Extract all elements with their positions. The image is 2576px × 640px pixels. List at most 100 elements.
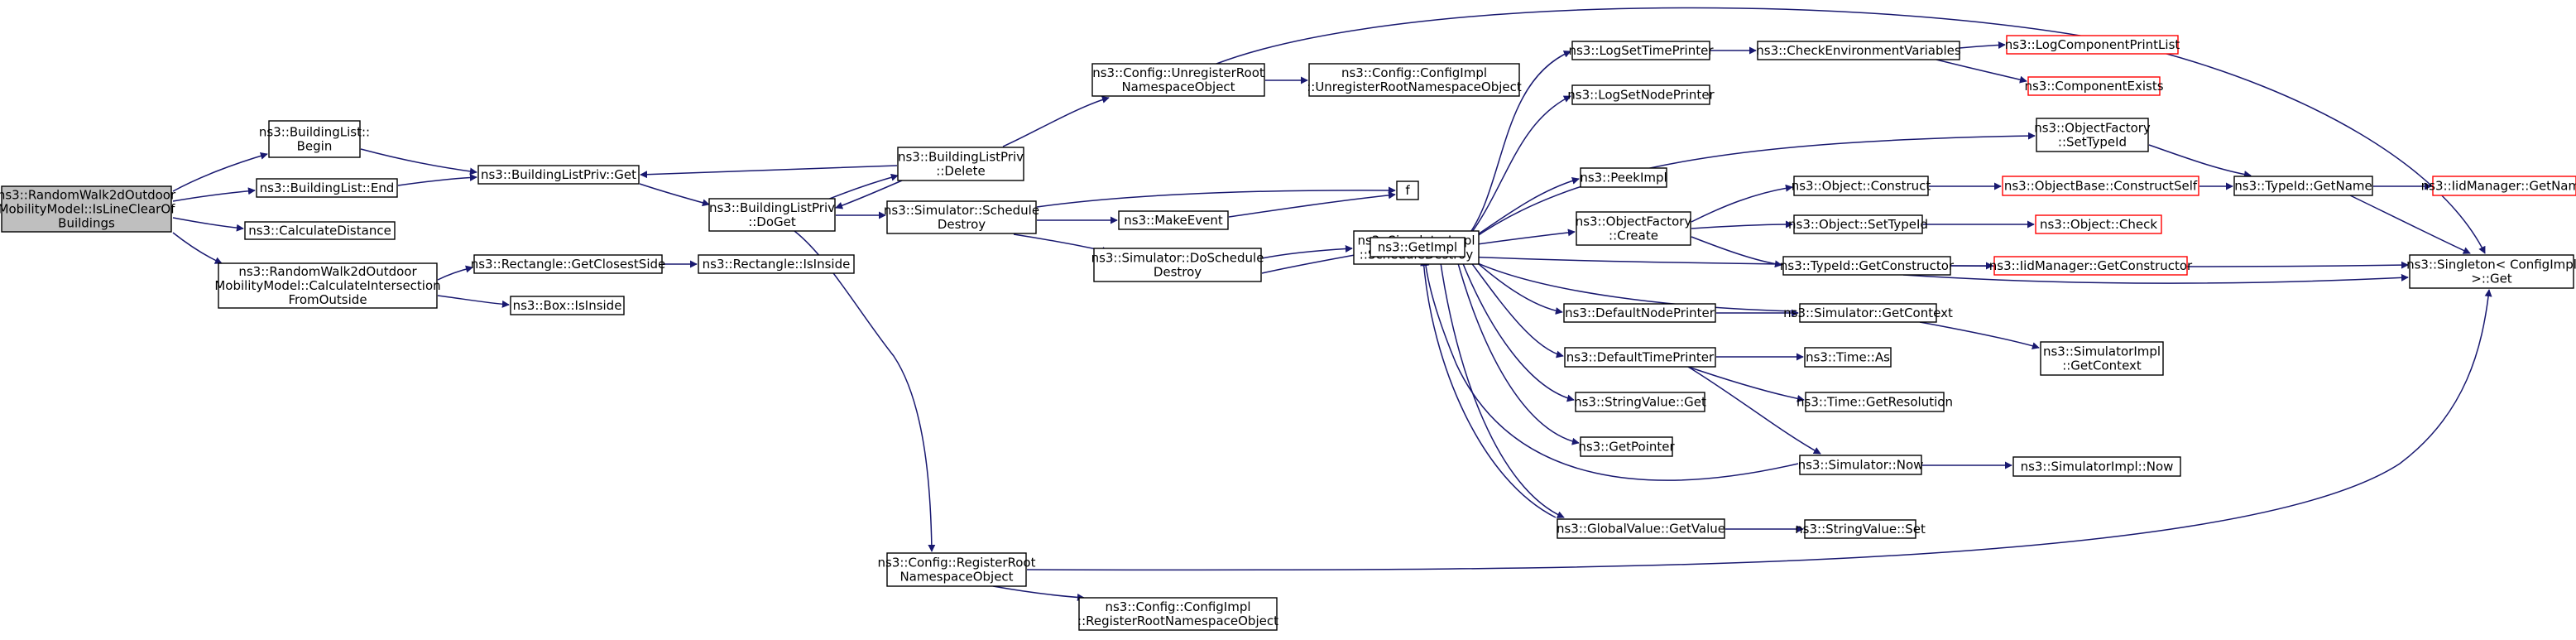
node-object-check[interactable]: ns3::Object::Check	[2035, 214, 2162, 234]
node-box	[1557, 518, 1725, 539]
node-get-pointer[interactable]: ns3::GetPointer	[1578, 436, 1675, 457]
node-singleton-get[interactable]: ns3::Singleton< ConfigImpl >::Get	[2406, 254, 2576, 289]
edge-blp_delete-to-blp_doget	[835, 180, 903, 209]
node-default-time-printer[interactable]: ns3::DefaultTimePrinter	[1564, 347, 1716, 368]
node-box	[2027, 76, 2161, 96]
node-stringvalue-get[interactable]: ns3::StringValue::Get	[1574, 392, 1706, 412]
node-root[interactable]: ns3::RandomWalk2dOutdoorMobilityModel::I…	[0, 185, 176, 233]
node-component-exists[interactable]: ns3::ComponentExists	[2024, 76, 2164, 96]
node-sim-getcontext[interactable]: ns3::Simulator::GetContext	[1783, 303, 1953, 323]
node-rect-inside[interactable]: ns3::Rectangle::IsInside	[698, 254, 855, 274]
node-label: ns3::BuildingListPriv::Get	[481, 167, 636, 182]
node-sim-now[interactable]: ns3::Simulator::Now	[1798, 455, 1924, 475]
node-typeid-getname[interactable]: ns3::TypeId::GetName	[2233, 176, 2373, 196]
node-label: ns3::TypeId::GetName	[2234, 179, 2372, 194]
node-box	[1580, 436, 1673, 457]
edge-sim_doschedule_destroy-to-simimpl_schedule_destroy	[1261, 244, 1353, 259]
node-stringvalue-set[interactable]: ns3::StringValue::Set	[1795, 519, 1926, 539]
node-iidmanager-getname[interactable]: ns3::IidManager::GetName	[2421, 176, 2576, 196]
node-default-node-printer[interactable]: ns3::DefaultNodePrinter	[1563, 303, 1716, 323]
node-iidmanager-getconstructor[interactable]: ns3::IidManager::GetConstructor	[1989, 256, 2193, 276]
node-box	[1805, 392, 1945, 412]
node-peek-impl[interactable]: ns3::PeekImpl	[1580, 167, 1667, 188]
edge-getimpl-to-log_time_printer	[1464, 51, 1571, 241]
node-globalvalue-getvalue[interactable]: ns3::GlobalValue::GetValue	[1557, 518, 1725, 539]
node-box	[1575, 392, 1705, 412]
node-bl-end[interactable]: ns3::BuildingList::End	[256, 178, 398, 198]
edge-objfactory_create-to-typeid_getconstructor	[1691, 236, 1782, 268]
node-box	[2233, 176, 2373, 196]
node-objfactory-settypeid[interactable]: ns3::ObjectFactory::SetTypeId	[2034, 118, 2151, 152]
node-cfg-impl-register[interactable]: ns3::Config::ConfigImpl::RegisterRootNam…	[1077, 597, 1278, 631]
node-box-inside[interactable]: ns3::Box::IsInside	[510, 296, 625, 315]
node-getimpl[interactable]: ns3::GetImpl	[1370, 237, 1465, 257]
node-label: NamespaceObject	[1121, 79, 1235, 94]
edge-getimpl-to-get_pointer	[1456, 257, 1580, 445]
edge-blp_get-to-blp_doget	[639, 183, 710, 207]
node-log-component-print-list[interactable]: ns3::LogComponentPrintList	[2005, 35, 2180, 55]
node-box	[1580, 167, 1667, 188]
node-calc-inter[interactable]: ns3::RandomWalk2dOutdoorMobilityModel::C…	[214, 262, 441, 309]
node-object-settypeid[interactable]: ns3::Object::SetTypeId	[1788, 214, 1928, 234]
node-typeid-getconstructor[interactable]: ns3::TypeId::GetConstructor	[1780, 256, 1955, 276]
node-label: ns3::Config::UnregisterRoot	[1092, 65, 1264, 80]
node-cfg-register[interactable]: ns3::Config::RegisterRootNamespaceObject	[878, 552, 1036, 587]
edge-default_time_printer-to-time_getresolution	[1687, 366, 1805, 402]
edge-getimpl-to-log_node_printer	[1464, 95, 1571, 243]
node-rect-closest[interactable]: ns3::Rectangle::GetClosestSide	[471, 254, 666, 274]
node-label: ns3::Simulator::Now	[1798, 458, 1924, 473]
node-box	[1757, 41, 1960, 60]
node-box	[2409, 254, 2574, 289]
node-box	[244, 221, 396, 240]
edge-bl_begin-to-blp_get	[360, 148, 477, 176]
edge-check_env-to-log_component_print_list	[1959, 41, 2006, 49]
node-box	[268, 120, 361, 158]
edge-default_time_printer-to-sim_now	[1687, 366, 1821, 455]
node-box	[1, 185, 172, 233]
node-log-node-printer[interactable]: ns3::LogSetNodePrinter	[1567, 84, 1715, 105]
node-cfg-impl-unregister[interactable]: ns3::Config::ConfigImpl::UnregisterRootN…	[1307, 63, 1522, 97]
node-make-event[interactable]: ns3::MakeEvent	[1118, 210, 1229, 230]
node-label: ns3::Config::ConfigImpl	[1341, 65, 1487, 80]
node-box	[1793, 214, 1923, 234]
node-f[interactable]: f	[1396, 180, 1419, 200]
node-blp-delete[interactable]: ns3::BuildingListPriv::Delete	[897, 147, 1024, 181]
node-objectbase-constructself[interactable]: ns3::ObjectBase::ConstructSelf	[2002, 176, 2199, 196]
node-blp-get[interactable]: ns3::BuildingListPriv::Get	[477, 165, 640, 185]
node-time-getresolution[interactable]: ns3::Time::GetResolution	[1796, 392, 1953, 412]
node-label: ns3::PeekImpl	[1580, 171, 1667, 185]
node-box	[2040, 341, 2164, 376]
node-blp-doget[interactable]: ns3::BuildingListPriv::DoGet	[708, 198, 836, 232]
node-object-construct[interactable]: ns3::Object::Construct	[1792, 176, 1931, 196]
node-label: ns3::ObjectBase::ConstructSelf	[2004, 179, 2198, 194]
node-time-as[interactable]: ns3::Time::As	[1804, 347, 1892, 368]
call-nodes: ns3::RandomWalk2dOutdoorMobilityModel::I…	[0, 35, 2576, 631]
edge-cfg_register-to-cfg_impl_register	[992, 585, 1085, 601]
node-box	[2432, 176, 2576, 196]
node-objfactory-create[interactable]: ns3::ObjectFactory::Create	[1576, 211, 1692, 246]
node-box	[477, 165, 640, 185]
node-label: ns3::ObjectFactory	[2034, 121, 2151, 136]
node-label: ns3::GetImpl	[1378, 240, 1457, 255]
node-label: ::DoGet	[748, 214, 796, 229]
node-simimpl-getcontext[interactable]: ns3::SimulatorImpl::GetContext	[2040, 341, 2164, 376]
node-label: ns3::LogSetTimePrinter	[1568, 43, 1714, 58]
node-check-env[interactable]: ns3::CheckEnvironmentVariables	[1756, 41, 1961, 60]
node-label: ns3::StringValue::Get	[1574, 395, 1706, 410]
node-calc-dist[interactable]: ns3::CalculateDistance	[244, 221, 396, 240]
node-cfg-unregister[interactable]: ns3::Config::UnregisterRootNamespaceObje…	[1091, 63, 1265, 97]
node-label: ::Delete	[936, 164, 985, 179]
node-log-time-printer[interactable]: ns3::LogSetTimePrinter	[1568, 41, 1714, 60]
node-box	[1804, 519, 1916, 539]
node-bl-begin[interactable]: ns3::BuildingList::Begin	[259, 120, 370, 158]
node-label: ns3::Simulator::GetContext	[1783, 306, 1953, 320]
node-box	[1571, 41, 1710, 60]
node-label: ns3::BuildingList::	[259, 125, 370, 140]
node-simimpl-now[interactable]: ns3::SimulatorImpl::Now	[2012, 456, 2181, 477]
node-label: ns3::Object::SetTypeId	[1788, 217, 1928, 232]
node-label: ns3::ObjectFactory	[1576, 214, 1692, 229]
node-box	[886, 200, 1037, 234]
node-label: ns3::DefaultTimePrinter	[1566, 350, 1715, 365]
